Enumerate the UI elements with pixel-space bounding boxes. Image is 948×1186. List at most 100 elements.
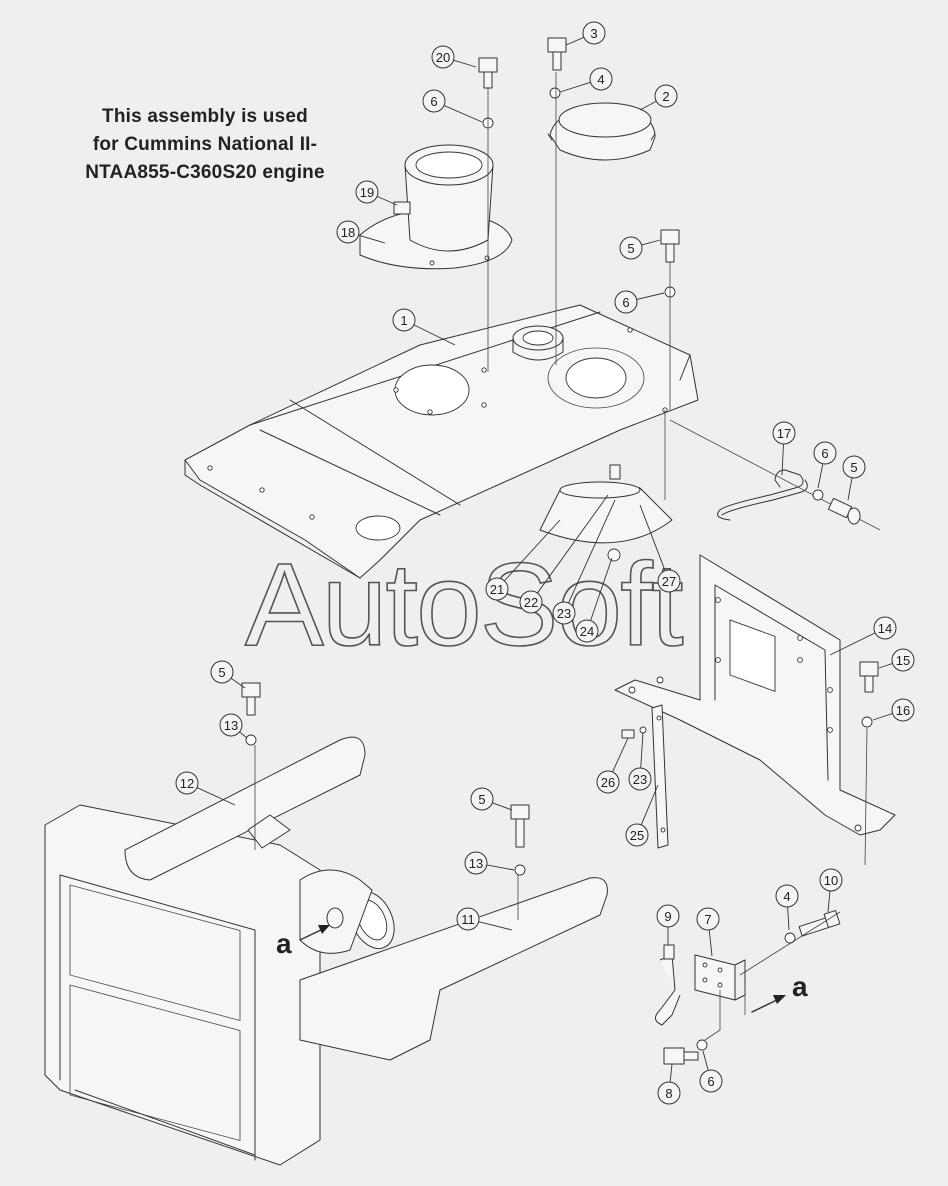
callout-19: 19 [355,180,379,204]
leader-line-19 [376,195,398,206]
callout-20: 20 [431,45,455,69]
callout-number: 27 [662,574,676,589]
callout-number: 5 [850,460,857,475]
callout-number: 12 [180,776,194,791]
callout-3: 3 [582,21,606,45]
callout-17: 17 [772,421,796,445]
leader-line-22 [537,494,609,594]
callout-circle [628,767,652,791]
leader-line-26 [612,737,629,773]
callout-circle [336,220,360,244]
note-line-1: This assembly is used [102,106,308,127]
leader-line-6 [817,463,824,489]
callout-number: 6 [821,446,828,461]
callout-circle [842,455,866,479]
callout-21: 21 [485,577,509,601]
leader-line-16 [872,713,893,721]
assembly-note: This assembly is used for Cummins Nation… [60,103,350,187]
view-arrow-left: a [276,925,330,959]
tank-11 [299,869,608,1061]
callout-6: 6 [614,290,638,314]
callout-number: 17 [777,426,791,441]
callout-circle [582,21,606,45]
leader-line-6 [636,292,665,300]
callout-circle [657,1081,681,1105]
leader-line-2 [639,100,657,111]
hood-panel [184,304,699,579]
callout-number: 14 [878,621,892,636]
callout-number: 5 [218,665,225,680]
leader-line-18 [358,234,386,244]
callout-number: 15 [896,653,910,668]
callout-number: 24 [580,624,594,639]
leader-line-4 [559,81,591,93]
leader-line-23 [568,499,616,604]
bolt-15 [859,661,879,693]
callout-27: 27 [657,569,681,593]
callout-number: 9 [664,909,671,924]
bracket-7 [694,954,746,1001]
callout-5: 5 [619,236,643,260]
callout-circle [589,67,613,91]
sensor-9 [655,944,681,1026]
washer-16 [861,716,873,728]
leader-line-5 [492,802,513,811]
callout-16: 16 [891,698,915,722]
callout-circle [355,180,379,204]
callout-circle [873,616,897,640]
rain-cap [547,102,656,161]
leader-line-24 [590,557,613,621]
callout-6: 6 [813,441,837,465]
callout-18: 18 [336,220,360,244]
callout-13: 13 [464,851,488,875]
callout-9: 9 [656,904,680,928]
bolt-5-left [241,682,261,716]
leader-line-5 [230,677,246,689]
callout-number: 6 [622,295,629,310]
callout-circle [464,851,488,875]
leader-line-27 [639,504,666,571]
callout-number: 13 [469,856,483,871]
leader-line-3 [565,36,585,46]
callout-12: 12 [175,771,199,795]
washer-4-top [549,87,561,99]
callout-number: 4 [597,72,604,87]
callout-circle [699,1069,723,1093]
callout-circle [519,590,543,614]
top-tank-12 [124,736,366,881]
washer-13-mid [514,864,526,876]
view-label-right: a [792,971,808,1002]
callout-number: 19 [360,185,374,200]
callout-23: 23 [628,767,652,791]
leader-line-13 [486,864,515,871]
leader-line-6 [443,104,483,123]
leader-line-6 [702,1050,709,1071]
callout-8: 8 [657,1081,681,1105]
callout-number: 10 [824,873,838,888]
leader-line-20 [453,59,477,68]
callout-circle [431,45,455,69]
bolt-5-top [660,229,680,263]
callout-circle [552,601,576,625]
bolt-10 [798,909,841,937]
callout-number: 5 [627,241,634,256]
callout-circle [470,787,494,811]
callout-number: 7 [704,912,711,927]
callout-number: 3 [590,26,597,41]
radiator-assembly [44,804,321,1166]
view-arrow-right: a [751,971,808,1013]
bolt-20 [478,57,498,89]
leader-line-23 [640,732,644,769]
callout-6: 6 [699,1069,723,1093]
callout-2: 2 [654,84,678,108]
callout-circle [657,569,681,593]
leader-line-12 [196,787,236,806]
callout-circle [614,290,638,314]
callout-number: 26 [601,775,615,790]
view-label-left: a [276,928,292,959]
callout-number: 23 [557,606,571,621]
leader-line-15 [878,663,893,669]
washer-4-lower [784,932,796,944]
